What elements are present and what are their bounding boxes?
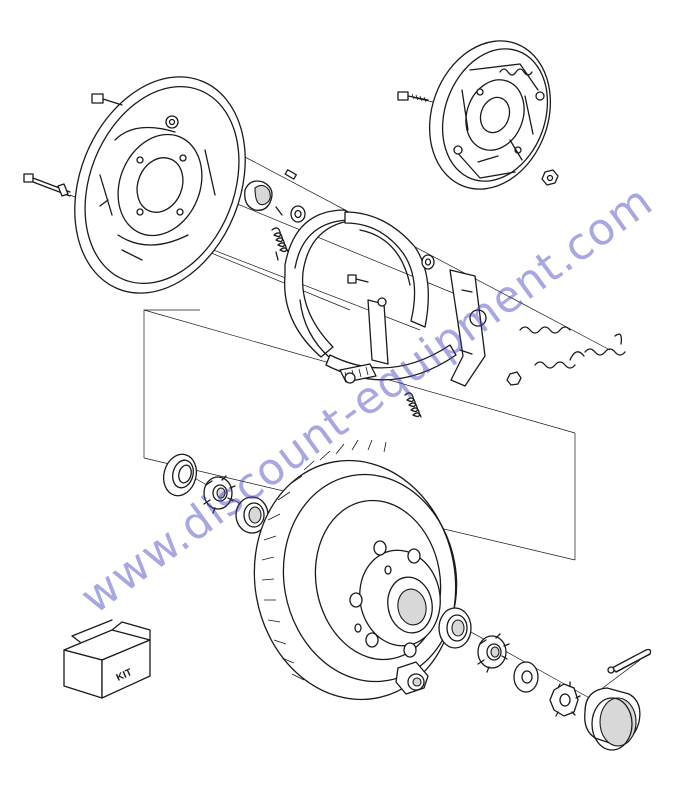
castle-nut — [549, 681, 581, 717]
inner-bearing-cone — [203, 475, 236, 514]
large-backing-plate — [74, 76, 246, 294]
coil-spring-left — [271, 206, 289, 261]
hub-drum — [253, 439, 458, 701]
wheel-studs — [349, 540, 421, 658]
spindle-washer — [513, 661, 539, 693]
coil-spring-lower — [404, 392, 422, 418]
pin — [284, 169, 297, 180]
coil-spring-right — [519, 326, 626, 369]
brake-shoe-assembly — [283, 209, 487, 387]
shoe-bolt — [347, 274, 369, 284]
magnet — [244, 180, 273, 211]
outer-bearing-cone — [477, 633, 510, 673]
bolt-large-plate — [91, 93, 123, 106]
small-washer — [290, 205, 306, 223]
small-backing-plate-assembly — [428, 40, 552, 190]
long-bolt — [23, 173, 71, 197]
lug-nut — [395, 661, 429, 695]
bolt-small-plate — [397, 91, 429, 103]
outer-bearing-cup — [438, 607, 472, 649]
shoe-washer — [421, 254, 435, 270]
dust-cap — [584, 687, 641, 751]
kit-box: KIT — [63, 619, 151, 699]
drum-fins — [261, 439, 387, 681]
nut-small-plate — [541, 169, 559, 186]
shoe-nut — [506, 371, 522, 386]
grease-seal — [162, 453, 198, 497]
inner-bearing-cup — [235, 496, 269, 534]
cotter-pin — [607, 648, 652, 674]
